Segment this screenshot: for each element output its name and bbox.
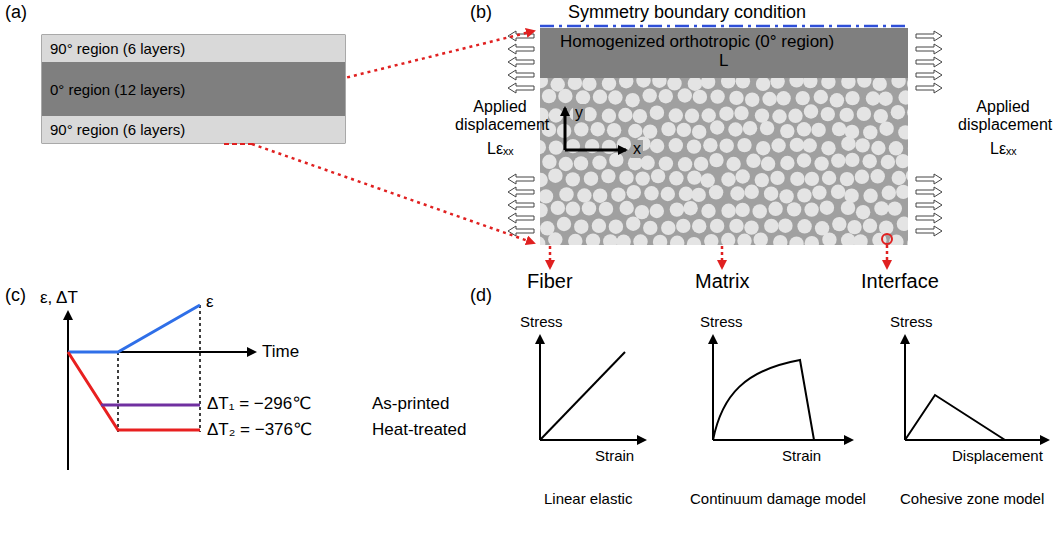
axis-label: Stress [700,313,743,330]
x-axis [565,149,626,152]
region-label: 0° region (12 layers) [50,81,185,98]
condition-label: Heat-treated [372,420,467,440]
panel-label: (c) [5,285,26,306]
load-value: Lεₓₓ [990,140,1017,158]
panel-label: (d) [470,285,492,306]
symmetry-line [540,25,910,28]
guide-line [199,305,201,432]
constitutive-plots [540,336,1048,440]
laminate-outline [42,35,345,143]
plot-axis [67,312,69,470]
panel-label: (b) [470,2,492,23]
condition-label: As-printed [372,394,449,414]
axis-label: Displacement [952,447,1043,464]
temperature-curve [101,404,200,407]
zoom-arrow [252,144,534,243]
axis-label: x [631,140,643,158]
axis-label: y [573,104,585,122]
panel-label: (a) [5,2,27,23]
temperature-curve [68,352,200,430]
region-label: 90° region (6 layers) [50,121,185,138]
constituent-label: Interface [861,270,939,293]
ply-region-band: 90° region (6 layers) [42,35,345,62]
strain-curve [68,305,200,352]
y-axis [564,108,567,150]
curve-label: ε [206,292,214,312]
model-label: Cohesive zone model [900,490,1044,507]
axis-label: Strain [782,447,821,464]
interface-marker [882,234,892,244]
axis-label: Time [262,342,299,362]
ply-region-band: 90° region (6 layers) [42,116,345,143]
region-label: 90° region (6 layers) [50,40,185,57]
guide-line [117,352,119,432]
axis-label: Strain [595,447,634,464]
temperature-label: ΔT₂ = −376℃ [207,420,312,440]
axis-label: ε, ΔT [40,288,78,308]
temperature-label: ΔT₁ = −296℃ [207,394,311,414]
fiber-region [540,78,908,245]
constituent-label: Fiber [527,270,573,293]
axis-label: Stress [520,313,563,330]
constituent-label: Matrix [695,270,749,293]
axis-label: Stress [890,313,933,330]
region-label: Homogenized orthotropic (0° region) [560,32,834,52]
ply-region-band: 0° region (12 layers) [42,62,345,116]
load-label: Applied displacement [958,98,1048,135]
load-value: Lεₓₓ [487,140,514,158]
load-label: Applied displacement [455,98,545,135]
boundary-label: Symmetry boundary condition [568,2,806,23]
leader-arrow [549,246,552,268]
model-label: Linear elastic [544,490,632,507]
dimension-label: L [719,51,728,71]
leader-arrow [721,246,724,268]
leader-arrow [886,245,889,268]
model-label: Continuum damage model [690,490,866,507]
fibers [540,78,908,245]
